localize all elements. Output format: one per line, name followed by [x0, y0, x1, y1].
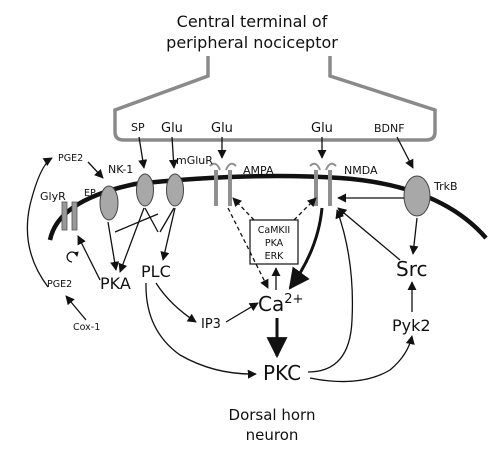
bdnf-label: BDNF — [374, 122, 405, 135]
calcium-base: Ca — [258, 292, 284, 316]
pyk2-label: Pyk2 — [392, 316, 431, 335]
nmda-channel — [309, 162, 337, 206]
arrow-pge2-loop — [26, 157, 53, 288]
glyr-label: GlyR — [40, 190, 66, 203]
glu-label-2: Glu — [211, 121, 233, 136]
calcium-charge: 2+ — [284, 292, 303, 307]
arrow-pkc-pyk2 — [309, 335, 415, 383]
src-label: Src — [396, 257, 427, 281]
pka-label: PKA — [100, 274, 131, 293]
cox1-label: Cox-1 — [73, 322, 100, 333]
arrow-ampa-ca — [227, 207, 269, 289]
bottom-label-line-2: neuron — [246, 426, 299, 444]
title-line-1: Central terminal of — [177, 12, 328, 31]
plc-label: PLC — [141, 262, 171, 281]
pge2-bottom-label: PGE2 — [47, 279, 72, 290]
glu-label-3: Glu — [311, 121, 333, 136]
kinase-box: CaMKII PKA ERK — [249, 219, 299, 265]
arrow-bdnf-trkb — [396, 136, 414, 169]
calcium-label: Ca2+ — [258, 292, 303, 316]
arrow-nmda-ca — [288, 207, 324, 290]
sp-label: SP — [131, 121, 145, 134]
arrow-mglur-plc — [160, 207, 176, 261]
camkii-label: CaMKII — [258, 225, 291, 236]
pka-box-label: PKA — [265, 238, 284, 249]
trkb-receptor — [403, 175, 431, 217]
presynaptic-terminal — [113, 56, 437, 142]
line-ep-pka — [107, 221, 120, 271]
arrow-src-nmda — [337, 207, 401, 261]
arrow-trkb-src — [409, 217, 419, 255]
line-mglur-junction — [159, 207, 175, 233]
arrow-plc-pkc — [145, 282, 257, 379]
line-nk1-junction — [144, 207, 159, 233]
nmda-label: NMDA — [344, 164, 378, 177]
arrows — [26, 136, 419, 383]
nk1-receptor — [136, 173, 154, 207]
ampa-label: AMPA — [243, 164, 274, 177]
line-nk1-pka — [118, 207, 145, 273]
line-junction-left — [114, 213, 159, 233]
ip3-label: IP3 — [201, 317, 221, 332]
arrow-cox1-pge2 — [65, 295, 87, 321]
arrow-box-ampa — [232, 197, 255, 221]
ep-receptor — [99, 185, 119, 221]
glu-label-1: Glu — [161, 121, 183, 136]
arrow-pka-glyr — [77, 235, 101, 281]
arrow-box-nmda — [293, 197, 317, 221]
arrow-plc-ip3 — [155, 282, 197, 323]
ep-label: EP — [84, 188, 96, 199]
mglur-label: mGluR — [176, 154, 213, 167]
nk1-label: NK-1 — [108, 163, 133, 176]
erk-label: ERK — [265, 251, 285, 262]
glyr-inhibition-curl — [66, 251, 79, 263]
arrow-glu-mglur — [168, 136, 179, 169]
pge2-top-label: PGE2 — [58, 153, 83, 164]
bottom-label-line-1: Dorsal horn — [229, 406, 316, 424]
arrow-pkc-nmda — [307, 209, 354, 373]
ampa-channel — [209, 162, 237, 206]
trkb-label: TrkB — [433, 180, 458, 193]
glyr-channel — [61, 201, 78, 231]
arrow-sp-nk1 — [138, 136, 148, 169]
pkc-label: PKC — [263, 361, 301, 385]
mglur-receptor — [166, 173, 184, 207]
arrow-ip3-ca — [225, 302, 259, 323]
arrow-pge2-ep — [87, 161, 104, 179]
title-line-2: peripheral nociceptor — [166, 33, 338, 52]
